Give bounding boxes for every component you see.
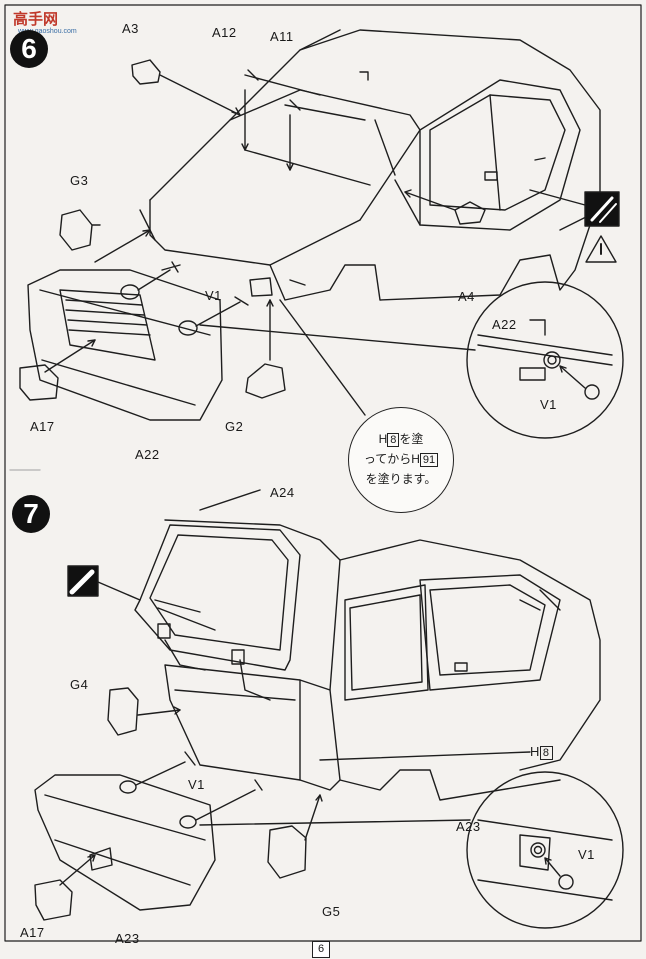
label-g4: G4 bbox=[70, 677, 89, 692]
step7-hatch-door bbox=[134, 524, 301, 671]
watermark-logo: 高手网 bbox=[13, 11, 59, 28]
label-a23: A23 bbox=[115, 931, 140, 946]
step7-detail-circle bbox=[466, 771, 624, 929]
step-6-badge: 6 bbox=[10, 30, 48, 68]
label-a17-rear: A17 bbox=[20, 925, 45, 940]
label-a3: A3 bbox=[122, 21, 139, 36]
watermark-url: www.gaoshou.com bbox=[18, 28, 77, 35]
step-6-number: 6 bbox=[21, 33, 37, 64]
step6-car-body bbox=[139, 29, 601, 301]
detail-label-v1-rear: V1 bbox=[578, 847, 595, 862]
step6-detail-circle bbox=[466, 281, 624, 439]
step6-parts bbox=[19, 59, 486, 421]
label-a24: A24 bbox=[270, 485, 295, 500]
label-g2: G2 bbox=[225, 419, 244, 434]
label-v1-rear: V1 bbox=[188, 777, 205, 792]
label-a4: A4 bbox=[458, 289, 475, 304]
label-a17: A17 bbox=[30, 419, 55, 434]
page-number: 6 bbox=[312, 941, 330, 958]
step-7-badge: 7 bbox=[12, 495, 50, 533]
detail-label-a23: A23 bbox=[456, 819, 481, 834]
detail-label-a22: A22 bbox=[492, 317, 517, 332]
paint-note-line-3: を塗ります。 bbox=[365, 472, 437, 486]
paint-code-box: 8 bbox=[539, 746, 553, 760]
label-a12: A12 bbox=[212, 25, 237, 40]
label-g3: G3 bbox=[70, 173, 89, 188]
paint-code-box: 91 bbox=[419, 453, 439, 467]
step6-icons bbox=[529, 189, 620, 263]
step-7-number: 7 bbox=[23, 498, 39, 529]
step7-parts bbox=[34, 489, 531, 921]
label-a22: A22 bbox=[135, 447, 160, 462]
label-a11: A11 bbox=[270, 29, 294, 44]
label-v1: V1 bbox=[205, 288, 222, 303]
label-g5: G5 bbox=[322, 904, 341, 919]
detail-label-v1: V1 bbox=[540, 397, 557, 412]
paint-code-box: 8 bbox=[387, 433, 400, 447]
step7-car-body bbox=[164, 519, 601, 801]
